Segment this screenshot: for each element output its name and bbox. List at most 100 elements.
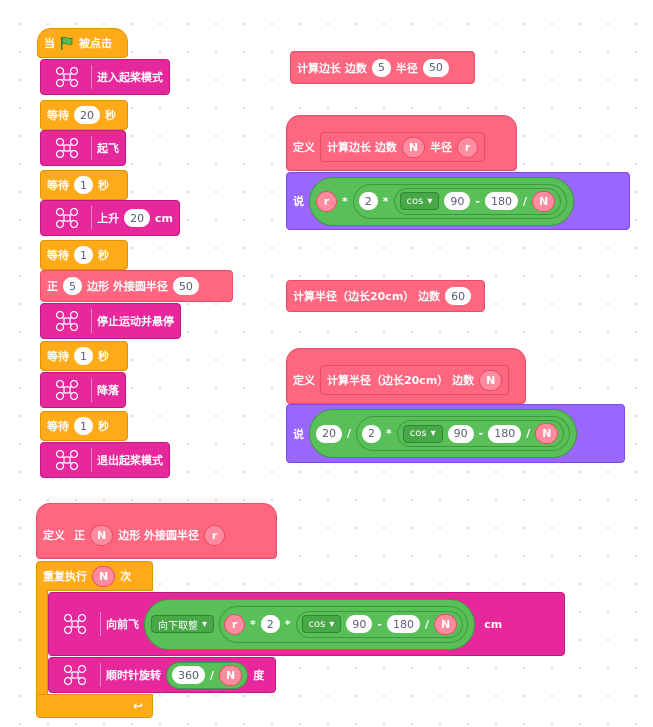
land-block[interactable]: 降落: [40, 372, 126, 408]
define-label: 定义: [293, 141, 315, 154]
wait-label: 等待: [47, 179, 69, 192]
deg360-input[interactable]: 360: [172, 666, 205, 684]
param-r[interactable]: r: [457, 136, 479, 158]
degree-label: 度: [253, 669, 265, 682]
polygon-sides-input[interactable]: 5: [63, 277, 82, 295]
forward-label: 向前飞: [106, 618, 139, 631]
hat-when-label: 当: [44, 37, 55, 50]
minus-operator: -: [475, 194, 480, 208]
round-down-dropdown[interactable]: 向下取整▾: [151, 615, 215, 633]
divide-reporter[interactable]: 360 / N: [166, 661, 249, 689]
minus-operator: -: [377, 617, 382, 631]
call-polygon-block[interactable]: 正 5 边形 外接圆半径 50: [40, 270, 233, 302]
r-variable[interactable]: r: [316, 190, 337, 212]
define-radius-hat[interactable]: 定义 计算半径（边长20cm） 边数 N: [286, 348, 526, 404]
multiply-reporter[interactable]: 2 * cos▾ 90 - 180 / N: [356, 416, 571, 451]
oneeighty-input[interactable]: 180: [484, 192, 518, 210]
cos-dropdown[interactable]: cos▾: [399, 192, 440, 210]
sides-input[interactable]: 60: [445, 287, 472, 305]
wait-label: 等待: [47, 350, 69, 363]
exit-mode-block[interactable]: 退出起桨模式: [40, 442, 170, 478]
r-variable[interactable]: r: [224, 613, 246, 635]
wait-seconds-input[interactable]: 20: [74, 106, 100, 124]
param-n[interactable]: N: [401, 136, 426, 158]
radius-input[interactable]: 50: [422, 58, 449, 77]
two-input[interactable]: 2: [358, 192, 378, 210]
say-label: 说: [293, 195, 304, 208]
drone-icon: [47, 207, 86, 229]
when-flag-clicked-hat[interactable]: 当 被点击: [37, 28, 128, 58]
sec-label: 秒: [98, 249, 109, 262]
wait-block-1[interactable]: 等待 20 秒: [40, 100, 128, 130]
oneeighty-input[interactable]: 180: [488, 424, 522, 443]
rotate-block[interactable]: 顺时针旋转 360 / N 度: [48, 657, 276, 693]
wait-seconds-input[interactable]: 1: [74, 176, 93, 194]
round-down-reporter[interactable]: 向下取整▾ r * 2 * cos▾ 90 - 180 / N: [144, 598, 476, 650]
divide-reporter[interactable]: 20 / 2 * cos▾ 90 - 180 / N: [309, 409, 578, 458]
drone-icon: [47, 66, 86, 88]
divider: [91, 448, 92, 472]
takeoff-block[interactable]: 起飞: [40, 130, 126, 166]
param-n[interactable]: N: [90, 524, 114, 546]
enter-mode-block[interactable]: 进入起桨模式: [40, 59, 170, 95]
wait-seconds-input[interactable]: 1: [74, 347, 93, 365]
drone-icon: [55, 613, 95, 635]
cos-reporter[interactable]: cos▾ 90 - 180 / N: [396, 420, 565, 447]
wait-block-4[interactable]: 等待 1 秒: [40, 341, 128, 371]
sides-input[interactable]: 5: [371, 58, 391, 77]
param-n[interactable]: N: [479, 369, 503, 391]
repeat-count-var[interactable]: N: [92, 565, 116, 587]
multiply-reporter[interactable]: r * 2 * cos▾ 90 - 180 / N: [309, 176, 575, 226]
ninety-input[interactable]: 90: [447, 424, 474, 443]
call-radius-block[interactable]: 计算半径（边长20cm） 边数 60: [286, 280, 485, 312]
say-block-1[interactable]: 说 r * 2 * cos▾ 90 - 180 / N: [286, 172, 630, 230]
wait-block-5[interactable]: 等待 1 秒: [40, 411, 128, 441]
rotate-label: 顺时针旋转: [106, 669, 161, 682]
cos-dropdown[interactable]: cos▾: [402, 424, 443, 443]
minus-operator: -: [478, 427, 484, 440]
n-variable[interactable]: N: [535, 423, 559, 444]
wait-block-3[interactable]: 等待 1 秒: [40, 240, 128, 270]
radius-calc-label: 计算半径（边长20cm） 边数: [327, 374, 475, 387]
stop-hover-block[interactable]: 停止运动并悬停: [40, 303, 181, 339]
two-input[interactable]: 2: [260, 615, 280, 633]
wait-seconds-input[interactable]: 1: [74, 417, 93, 435]
call-side-length-block[interactable]: 计算边长 边数 5 半径 50: [290, 51, 475, 84]
times-operator: *: [250, 617, 256, 631]
forward-fly-block[interactable]: 向前飞 向下取整▾ r * 2 * cos▾ 90 - 180 / N cm: [48, 592, 565, 656]
cos-dropdown[interactable]: cos▾: [301, 615, 342, 633]
multiply-reporter-inner[interactable]: 2 * cos▾ 90 - 180 / N: [352, 183, 568, 219]
n-variable[interactable]: N: [219, 664, 243, 686]
wait-block-2[interactable]: 等待 1 秒: [40, 170, 128, 200]
repeat-block[interactable]: 重复执行 N 次: [36, 561, 153, 591]
dropdown-arrow-icon: ▾: [430, 428, 436, 439]
ninety-input[interactable]: 90: [346, 615, 373, 633]
rise-block[interactable]: 上升 20 cm: [40, 200, 180, 236]
drone-icon: [47, 449, 86, 471]
multiply-reporter[interactable]: r * 2 * cos▾ 90 - 180 / N: [219, 605, 469, 643]
define-side-length-hat[interactable]: 定义 计算边长 边数 N 半径 r: [286, 115, 517, 171]
n-variable[interactable]: N: [532, 190, 556, 212]
define-polygon-hat[interactable]: 定义 正 N 边形 外接圆半径 r: [36, 503, 277, 559]
polygon-mid-label: 边形 外接圆半径: [118, 529, 200, 542]
twenty-input[interactable]: 20: [316, 424, 342, 443]
wait-seconds-input[interactable]: 1: [74, 246, 93, 264]
drone-icon: [47, 310, 86, 332]
green-flag-icon: [60, 36, 74, 50]
oneeighty-input[interactable]: 180: [387, 615, 420, 633]
rise-distance-input[interactable]: 20: [124, 209, 151, 227]
wait-label: 等待: [47, 420, 69, 433]
sec-label: 秒: [98, 179, 109, 192]
cos-reporter[interactable]: cos▾ 90 - 180 / N: [393, 187, 562, 215]
divide-reporter[interactable]: cos▾ 90 - 180 / N: [295, 610, 464, 638]
ninety-input[interactable]: 90: [444, 192, 471, 210]
n-variable[interactable]: N: [434, 613, 458, 635]
rise-label: 上升: [97, 212, 120, 225]
say-block-2[interactable]: 说 20 / 2 * cos▾ 90 - 180 / N: [286, 404, 625, 463]
prototype: 计算边长 边数 N 半径 r: [320, 132, 486, 162]
polygon-zheng-label: 正: [47, 280, 58, 293]
param-r[interactable]: r: [204, 524, 226, 546]
two-input[interactable]: 2: [362, 424, 382, 443]
divide-operator: /: [522, 194, 527, 208]
polygon-radius-input[interactable]: 50: [172, 277, 199, 295]
